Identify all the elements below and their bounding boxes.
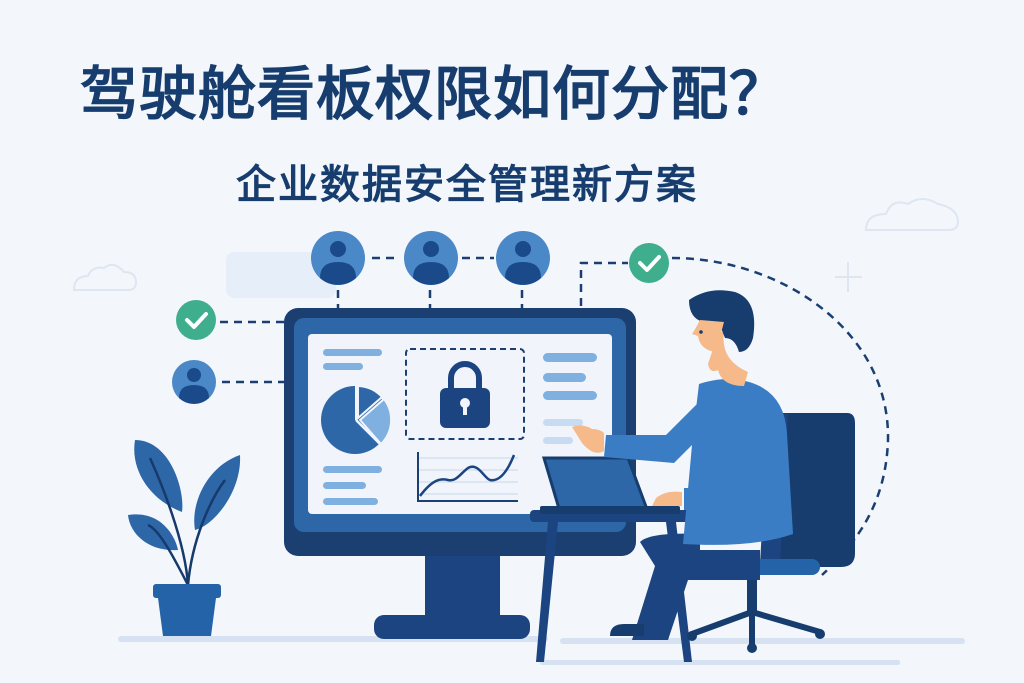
line-chart-icon [417, 452, 518, 502]
user-avatar-icon[interactable] [311, 231, 365, 285]
decor-panel [226, 252, 336, 298]
pie-chart-icon [321, 384, 393, 454]
lock-frame [405, 348, 525, 440]
person [572, 290, 793, 640]
page-title: 驾驶舱看板权限如何分配？ [80, 60, 789, 128]
cloud-icon [72, 263, 138, 291]
user-avatar-icon[interactable] [496, 231, 550, 285]
check-circle-icon [176, 300, 216, 340]
floor-line [560, 638, 965, 644]
page-subtitle: 企业数据安全管理新方案 [236, 162, 698, 208]
laptop [540, 456, 680, 514]
dashboard-screen [321, 348, 597, 505]
floor-line [540, 660, 900, 665]
check-circle-icon [629, 243, 669, 283]
plant-icon [128, 440, 241, 636]
user-avatar-icon[interactable] [172, 360, 216, 404]
user-avatar-icon[interactable] [404, 231, 458, 285]
cloud-icon [864, 198, 960, 231]
padlock-icon [440, 361, 490, 428]
plus-icon [835, 262, 862, 292]
text-lines [323, 349, 597, 505]
